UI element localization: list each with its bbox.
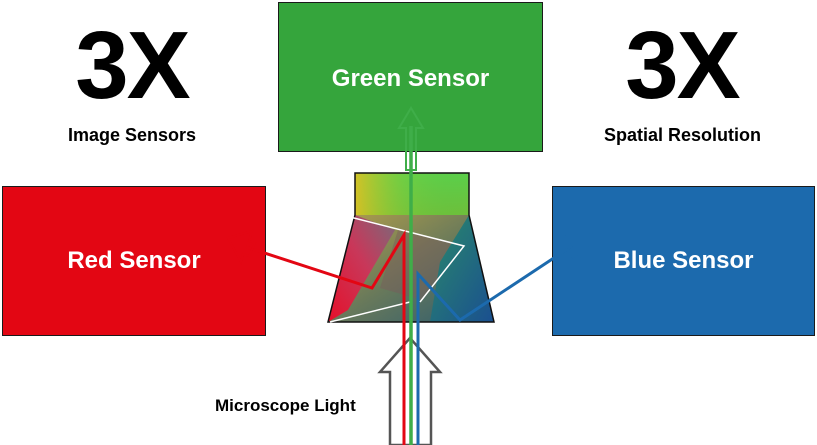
green-light-path <box>397 106 425 445</box>
red-light-path <box>226 229 406 445</box>
blue-sensor: Blue Sensor <box>552 186 815 336</box>
green-sensor-label: Green Sensor <box>331 65 490 92</box>
right-multiplier: 3X <box>625 12 740 119</box>
right-caption: Spatial Resolution <box>603 125 762 145</box>
red-sensor: Red Sensor <box>2 186 266 336</box>
blue-sensor-label: Blue Sensor <box>613 247 754 274</box>
left-multiplier: 3X <box>75 12 190 119</box>
left-caption: Image Sensors <box>67 125 197 145</box>
blue-light-path <box>416 232 593 445</box>
microscope-light-label: Microscope Light <box>215 396 356 415</box>
red-sensor-label: Red Sensor <box>67 247 201 274</box>
